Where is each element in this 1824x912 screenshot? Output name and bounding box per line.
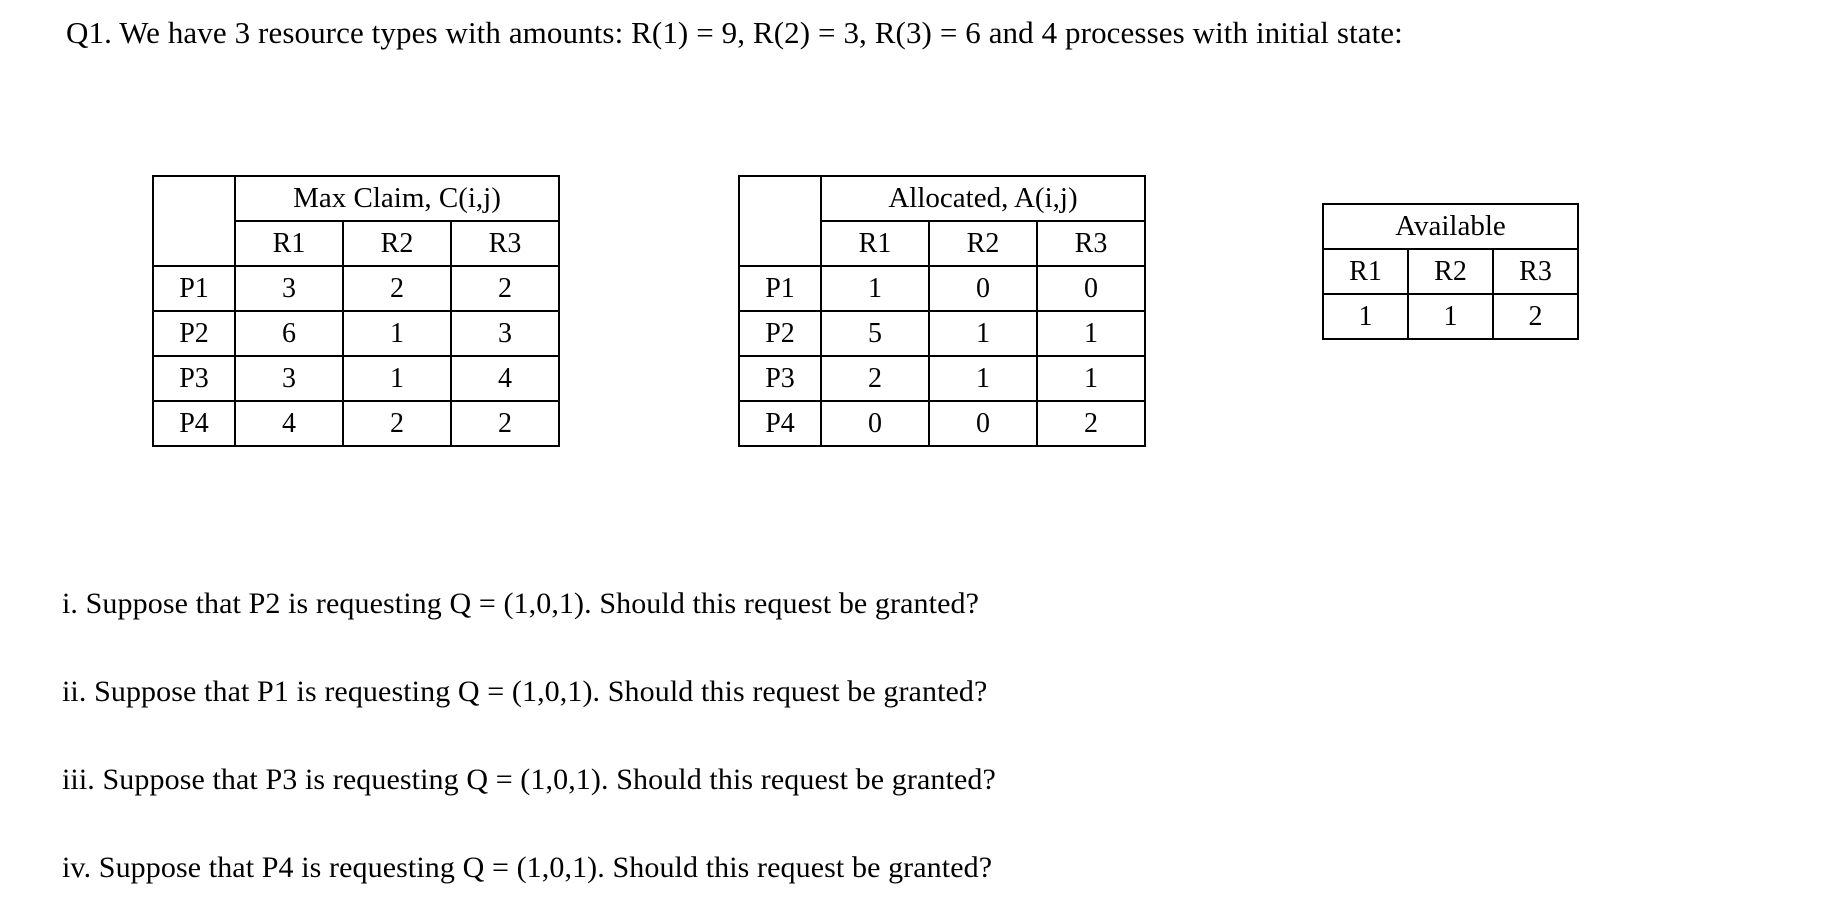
- row-label-p2: P2: [738, 310, 822, 357]
- cell-p3-r2: 1: [928, 355, 1038, 402]
- available-table: Available R1 R2 R3 1 1 2: [1322, 203, 1579, 340]
- row-label-p2: P2: [152, 310, 236, 357]
- question-item-iii: iii. Suppose that P3 is requesting Q = (…: [62, 763, 996, 796]
- cell-p1-r2: 2: [342, 265, 452, 312]
- cell-p3-r2: 1: [342, 355, 452, 402]
- cell-p2-r3: 3: [450, 310, 560, 357]
- cell-p4-r1: 4: [234, 400, 344, 447]
- table-header-row: Available: [1322, 203, 1579, 250]
- table-row: P4 0 0 2: [738, 400, 1146, 447]
- allocated-corner-cell: [738, 175, 822, 267]
- table-row: P4 4 2 2: [152, 400, 560, 447]
- cell-p4-r3: 2: [450, 400, 560, 447]
- column-header-r1: R1: [820, 220, 930, 267]
- cell-p1-r1: 1: [820, 265, 930, 312]
- table-column-header-row: R1 R2 R3: [153, 220, 560, 267]
- table-row: P2 5 1 1: [738, 310, 1146, 357]
- cell-available-r3: 2: [1492, 293, 1579, 340]
- row-label-p1: P1: [152, 265, 236, 312]
- available-title-cell: Available: [1322, 203, 1579, 250]
- row-label-p1: P1: [738, 265, 822, 312]
- cell-p4-r2: 2: [342, 400, 452, 447]
- column-header-r1: R1: [234, 220, 344, 267]
- cell-p4-r2: 0: [928, 400, 1038, 447]
- cell-p2-r2: 1: [342, 310, 452, 357]
- cell-p3-r1: 2: [820, 355, 930, 402]
- row-label-p3: P3: [152, 355, 236, 402]
- table-row: P2 6 1 3: [152, 310, 560, 357]
- column-header-r3: R3: [450, 220, 560, 267]
- cell-p1-r3: 0: [1036, 265, 1146, 312]
- tables-container: Max Claim, C(i,j) R1 R2 R3 P1 3 2 2 P2 6…: [0, 175, 1824, 465]
- question-item-iv: iv. Suppose that P4 is requesting Q = (1…: [62, 851, 993, 884]
- column-header-r3: R3: [1492, 248, 1579, 295]
- cell-p3-r3: 4: [450, 355, 560, 402]
- row-label-p4: P4: [152, 400, 236, 447]
- max-claim-title-cell: Max Claim, C(i,j): [234, 175, 560, 222]
- cell-p3-r1: 3: [234, 355, 344, 402]
- cell-p2-r3: 1: [1036, 310, 1146, 357]
- row-label-p3: P3: [738, 355, 822, 402]
- column-header-r2: R2: [342, 220, 452, 267]
- cell-p1-r3: 2: [450, 265, 560, 312]
- column-header-r2: R2: [928, 220, 1038, 267]
- cell-p1-r1: 3: [234, 265, 344, 312]
- cell-p2-r1: 6: [234, 310, 344, 357]
- cell-p2-r1: 5: [820, 310, 930, 357]
- cell-p1-r2: 0: [928, 265, 1038, 312]
- cell-available-r2: 1: [1407, 293, 1494, 340]
- cell-p2-r2: 1: [928, 310, 1038, 357]
- questions-list: i. Suppose that P2 is requesting Q = (1,…: [62, 560, 1562, 912]
- max-claim-table: Max Claim, C(i,j) R1 R2 R3 P1 3 2 2 P2 6…: [152, 175, 560, 447]
- table-column-header-row: R1 R2 R3: [1322, 248, 1579, 295]
- allocated-title-cell: Allocated, A(i,j): [820, 175, 1146, 222]
- table-row: P1 3 2 2: [152, 265, 560, 312]
- table-row: P3 3 1 4: [152, 355, 560, 402]
- table-row: P3 2 1 1: [738, 355, 1146, 402]
- question-item-i: i. Suppose that P2 is requesting Q = (1,…: [62, 587, 980, 620]
- column-header-r3: R3: [1036, 220, 1146, 267]
- cell-p4-r1: 0: [820, 400, 930, 447]
- table-header-row: Allocated, A(i,j): [738, 175, 1146, 267]
- row-label-p4: P4: [738, 400, 822, 447]
- table-row: 1 1 2: [1322, 293, 1579, 340]
- table-column-header-row: R1 R2 R3: [739, 220, 1146, 267]
- question-item-ii: ii. Suppose that P1 is requesting Q = (1…: [62, 675, 988, 708]
- table-header-row: Max Claim, C(i,j): [152, 175, 560, 267]
- column-header-r2: R2: [1407, 248, 1494, 295]
- allocated-table: Allocated, A(i,j) R1 R2 R3 P1 1 0 0 P2 5…: [738, 175, 1146, 447]
- cell-p4-r3: 2: [1036, 400, 1146, 447]
- column-header-r1: R1: [1322, 248, 1409, 295]
- cell-p3-r3: 1: [1036, 355, 1146, 402]
- max-claim-corner-cell: [152, 175, 236, 267]
- cell-available-r1: 1: [1322, 293, 1409, 340]
- table-row: P1 1 0 0: [738, 265, 1146, 312]
- question-title: Q1. We have 3 resource types with amount…: [66, 15, 1403, 50]
